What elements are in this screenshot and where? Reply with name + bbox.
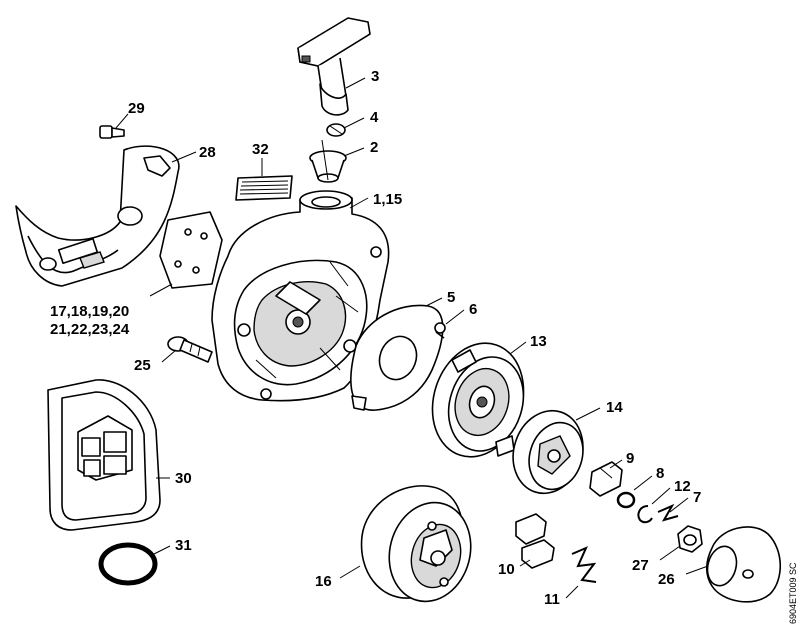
callout-32: 32 — [252, 141, 269, 158]
callout-8: 8 — [656, 465, 664, 482]
leader-lines — [115, 77, 709, 599]
callout-29: 29 — [128, 100, 145, 117]
drawing-code: 6904ET009 SC — [788, 562, 798, 624]
part-32-label — [235, 175, 293, 201]
callout-5: 5 — [447, 289, 455, 306]
part-3-starter-grip — [297, 17, 371, 116]
part-14-rotor — [512, 409, 584, 495]
part-7-spring — [657, 503, 679, 522]
callout-6: 6 — [469, 301, 477, 318]
callout-17-20: 17,18,19,20 — [50, 303, 129, 320]
callout-3: 3 — [371, 68, 379, 85]
part-8-washer — [616, 491, 636, 509]
part-4-rope-clip — [326, 123, 346, 137]
callout-28: 28 — [199, 144, 216, 161]
callout-13: 13 — [530, 333, 547, 350]
part-26-cap — [705, 526, 781, 603]
callout-1-15: 1,15 — [373, 191, 402, 208]
callout-14: 14 — [606, 399, 623, 416]
part-5-spring-plate — [350, 304, 444, 411]
part-29-screw — [99, 125, 125, 139]
callout-4: 4 — [370, 109, 379, 126]
callout-12: 12 — [674, 478, 691, 495]
part-27-nut — [677, 525, 703, 553]
part-6-screw — [434, 322, 446, 339]
part-13-rope-rotor — [431, 342, 525, 458]
part-30-air-filter — [47, 379, 161, 531]
callout-21-24: 21,22,23,24 — [50, 321, 130, 338]
part-11-spring-clip — [571, 546, 597, 583]
part-9-pawl — [589, 461, 623, 497]
callout-30: 30 — [175, 470, 192, 487]
part-2-rope-guide — [309, 139, 347, 183]
callout-25: 25 — [134, 357, 151, 374]
callout-26: 26 — [658, 571, 675, 588]
part-31-o-ring — [98, 542, 158, 586]
part-12-clip — [637, 505, 653, 524]
part-16-rotor-drum — [360, 485, 472, 603]
callout-9: 9 — [626, 450, 634, 467]
callout-7: 7 — [693, 489, 701, 506]
callout-2: 2 — [370, 139, 378, 156]
part-25-bolt — [167, 336, 213, 363]
part-28-shroud — [15, 145, 180, 287]
callout-27: 27 — [632, 557, 649, 574]
callout-10: 10 — [498, 561, 515, 578]
callout-16: 16 — [315, 573, 332, 590]
callout-31: 31 — [175, 537, 192, 554]
part-10-pawls — [515, 513, 555, 569]
part-17-24-plate — [159, 211, 223, 289]
callout-11: 11 — [544, 591, 560, 608]
